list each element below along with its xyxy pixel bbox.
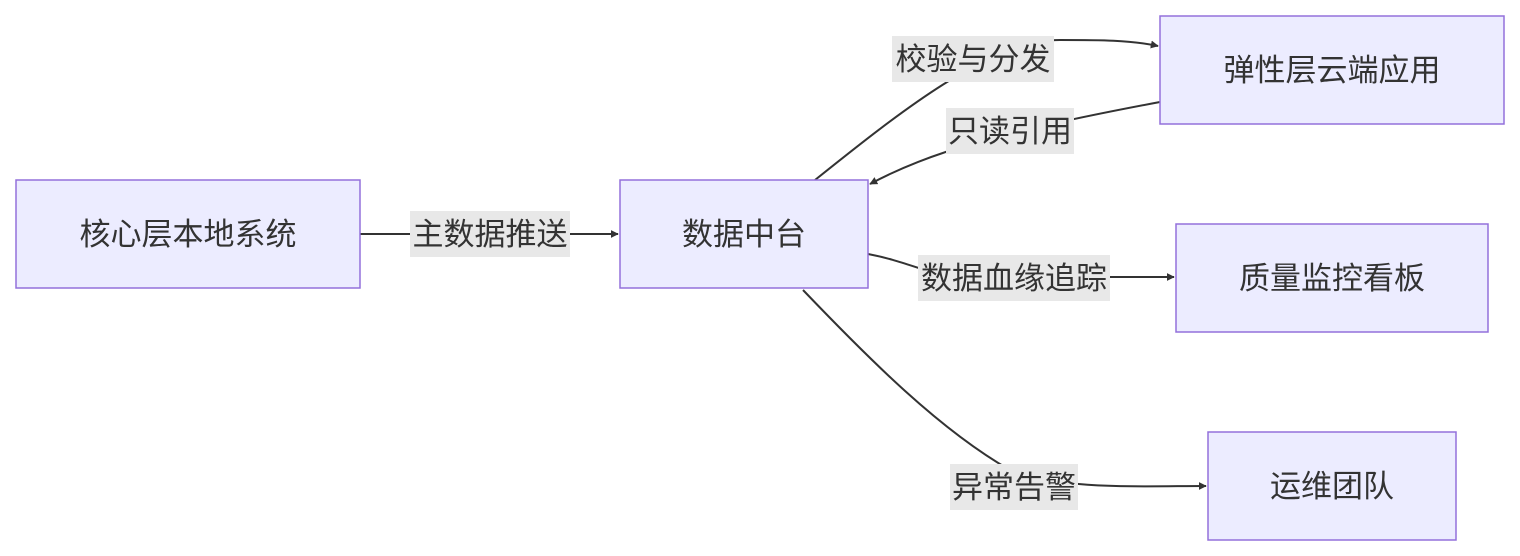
node-quality-dashboard[interactable]: 质量监控看板 [1175,223,1489,333]
node-label: 质量监控看板 [1239,261,1425,297]
node-label: 核心层本地系统 [80,217,297,253]
edge-label-text: 异常告警 [952,470,1076,506]
edge-label-text: 校验与分发 [896,42,1051,78]
edge-label-text: 主数据推送 [413,217,568,253]
edge-label-hub-to-quality: 数据血缘追踪 [918,255,1110,301]
node-data-hub[interactable]: 数据中台 [619,179,869,289]
edge-label-hub-to-ops: 异常告警 [950,464,1078,510]
node-core-local-system[interactable]: 核心层本地系统 [15,179,361,289]
edge-label-text: 数据血缘追踪 [921,261,1107,297]
node-cloud-app[interactable]: 弹性层云端应用 [1159,15,1505,125]
edge-hub-to-ops [802,289,1207,491]
node-label: 弹性层云端应用 [1224,53,1441,89]
edge-label-core-to-hub: 主数据推送 [410,211,570,257]
node-label: 运维团队 [1270,469,1394,505]
node-label: 数据中台 [682,217,806,253]
edge-label-text: 只读引用 [948,114,1072,150]
edge-label-cloud-to-hub: 只读引用 [946,108,1074,154]
node-ops-team[interactable]: 运维团队 [1207,431,1457,541]
edge-label-hub-to-cloud: 校验与分发 [892,36,1054,82]
